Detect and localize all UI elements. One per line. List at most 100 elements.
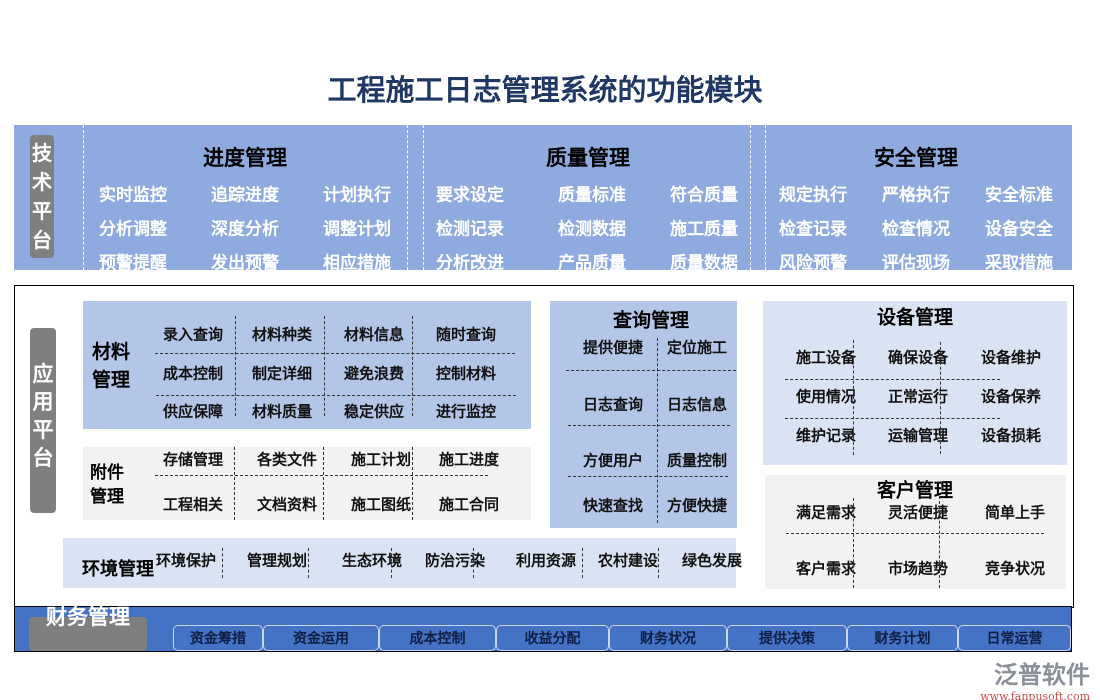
- environment-title: 环境管理: [82, 559, 154, 580]
- equipment-item[interactable]: 使用情况: [795, 387, 857, 406]
- finance-item[interactable]: 提供决策: [727, 625, 847, 651]
- attachment-item[interactable]: 文档资料: [256, 495, 318, 514]
- material-item[interactable]: 材料信息: [343, 325, 405, 344]
- module-item[interactable]: 安全标准: [985, 185, 1053, 206]
- module-title: 质量管理: [546, 146, 630, 170]
- environment-item[interactable]: 农村建设: [597, 551, 659, 570]
- attachment-item[interactable]: 施工合同: [438, 495, 500, 514]
- attachment-box: [83, 447, 531, 520]
- attachment-item[interactable]: 存储管理: [162, 450, 224, 469]
- module-item[interactable]: 追踪进度: [211, 185, 279, 206]
- environment-item[interactable]: 生态环境: [341, 551, 403, 570]
- finance-item[interactable]: 日常运营: [958, 625, 1071, 651]
- customer-item[interactable]: 客户需求: [795, 559, 857, 578]
- material-title: 材料管理: [92, 341, 131, 391]
- module-item[interactable]: 施工质量: [670, 219, 738, 240]
- material-item[interactable]: 录入查询: [162, 325, 224, 344]
- attachment-item[interactable]: 施工计划: [350, 450, 412, 469]
- module-item[interactable]: 检查情况: [882, 219, 950, 240]
- attachment-item[interactable]: 各类文件: [256, 450, 318, 469]
- module-item[interactable]: 采取措施: [985, 253, 1053, 271]
- customer-box: [765, 475, 1066, 589]
- equipment-item[interactable]: 设备损耗: [980, 426, 1042, 445]
- divider: [324, 316, 325, 416]
- module-item[interactable]: 符合质量: [670, 185, 738, 206]
- query-item[interactable]: 快速查找: [582, 496, 644, 515]
- divider: [566, 370, 736, 371]
- divider: [853, 498, 854, 588]
- module-item[interactable]: 检查记录: [779, 219, 847, 240]
- module-item[interactable]: 评估现场: [882, 253, 950, 271]
- module-item[interactable]: 深度分析: [211, 219, 279, 240]
- module-item[interactable]: 质量数据: [670, 253, 738, 271]
- divider: [582, 548, 583, 578]
- material-item[interactable]: 材料质量: [251, 402, 313, 421]
- module-item[interactable]: 设备安全: [985, 219, 1053, 240]
- module-item[interactable]: 要求设定: [436, 185, 504, 206]
- module-item[interactable]: 规定执行: [779, 185, 847, 206]
- module-item[interactable]: 风险预警: [779, 253, 847, 271]
- material-item[interactable]: 稳定供应: [343, 402, 405, 421]
- environment-item[interactable]: 绿色发展: [681, 551, 743, 570]
- environment-item[interactable]: 环境保护: [155, 551, 217, 570]
- customer-item[interactable]: 灵活便捷: [887, 503, 949, 522]
- query-item[interactable]: 质量控制: [666, 451, 728, 470]
- attachment-item[interactable]: 施工进度: [438, 450, 500, 469]
- material-item[interactable]: 制定详细: [251, 364, 313, 383]
- module-item[interactable]: 检测记录: [436, 219, 504, 240]
- material-item[interactable]: 材料种类: [251, 325, 313, 344]
- environment-item[interactable]: 管理规划: [246, 551, 308, 570]
- attachment-item[interactable]: 施工图纸: [350, 495, 412, 514]
- material-item[interactable]: 控制材料: [435, 364, 497, 383]
- module-item[interactable]: 发出预警: [211, 253, 279, 271]
- equipment-box: [763, 301, 1067, 465]
- equipment-item[interactable]: 正常运行: [887, 387, 949, 406]
- material-item[interactable]: 成本控制: [162, 364, 224, 383]
- query-item[interactable]: 方便快捷: [666, 496, 728, 515]
- customer-item[interactable]: 满足需求: [795, 503, 857, 522]
- finance-item[interactable]: 资金运用: [263, 625, 379, 651]
- divider: [222, 548, 223, 578]
- module-item[interactable]: 分析调整: [99, 219, 167, 240]
- material-item[interactable]: 避免浪费: [343, 364, 405, 383]
- module-item[interactable]: 质量标准: [558, 185, 626, 206]
- query-item[interactable]: 日志信息: [666, 395, 728, 414]
- module-item[interactable]: 相应措施: [323, 253, 391, 271]
- module-item[interactable]: 产品质量: [558, 253, 626, 271]
- material-item[interactable]: 随时查询: [435, 325, 497, 344]
- equipment-item[interactable]: 施工设备: [795, 348, 857, 367]
- query-item[interactable]: 方便用户: [582, 451, 644, 470]
- query-item[interactable]: 定位施工: [666, 338, 728, 357]
- module-item[interactable]: 检测数据: [558, 219, 626, 240]
- finance-item[interactable]: 财务计划: [847, 625, 958, 651]
- finance-item[interactable]: 资金筹措: [173, 625, 263, 651]
- module-item[interactable]: 计划执行: [323, 185, 391, 206]
- environment-item[interactable]: 利用资源: [515, 551, 577, 570]
- equipment-item[interactable]: 维护记录: [795, 426, 857, 445]
- equipment-item[interactable]: 运输管理: [887, 426, 949, 445]
- material-item[interactable]: 供应保障: [162, 402, 224, 421]
- material-item[interactable]: 进行监控: [435, 402, 497, 421]
- module-item[interactable]: 严格执行: [882, 185, 950, 206]
- environment-item[interactable]: 防治污染: [424, 551, 486, 570]
- customer-item[interactable]: 竞争状况: [984, 559, 1046, 578]
- customer-item[interactable]: 市场趋势: [887, 559, 949, 578]
- equipment-item[interactable]: 设备维护: [980, 348, 1042, 367]
- equipment-item[interactable]: 设备保养: [980, 387, 1042, 406]
- divider: [412, 316, 413, 416]
- finance-item[interactable]: 成本控制: [379, 625, 496, 651]
- module-item[interactable]: 分析改进: [436, 253, 504, 271]
- finance-item[interactable]: 收益分配: [496, 625, 609, 651]
- query-title: 查询管理: [612, 309, 690, 332]
- finance-item[interactable]: 财务状况: [609, 625, 727, 651]
- customer-item[interactable]: 简单上手: [984, 503, 1046, 522]
- equipment-item[interactable]: 确保设备: [887, 348, 949, 367]
- module-item[interactable]: 预警提醒: [99, 253, 167, 271]
- module-item[interactable]: 调整计划: [323, 219, 391, 240]
- module-item[interactable]: 实时监控: [99, 185, 167, 206]
- query-item[interactable]: 日志查询: [582, 395, 644, 414]
- query-item[interactable]: 提供便捷: [582, 338, 644, 357]
- attachment-item[interactable]: 工程相关: [162, 495, 224, 514]
